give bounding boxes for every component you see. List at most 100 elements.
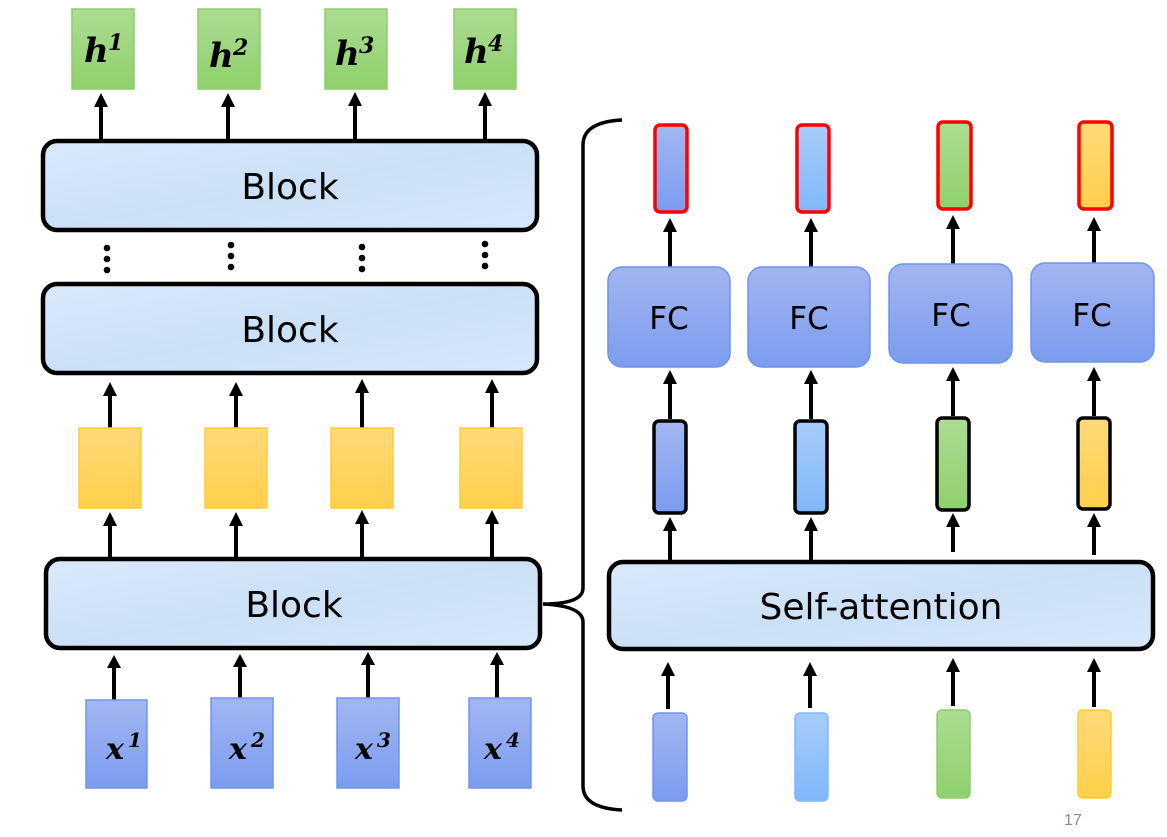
fc-layer-3: FC (888, 263, 1013, 364)
output-h-1-sup: 1 (108, 30, 123, 56)
arrowhead-icon (661, 662, 675, 676)
input-x-4-base: x (483, 732, 503, 767)
input-x-4: x 4 (468, 697, 532, 789)
block-output-vector-4 (1077, 120, 1114, 211)
input-arrows (112, 664, 499, 700)
output-h-4-base: h (464, 32, 489, 72)
sa-out-arrows (668, 524, 1096, 560)
intermediate-vector-2 (204, 427, 268, 509)
self-attention-label: Self-attention (760, 587, 1003, 628)
attention-input-vector-4 (1077, 709, 1112, 799)
arrowhead-icon (103, 382, 117, 396)
arrowhead-icon (803, 662, 817, 676)
self-attention-block: Self-attention (606, 559, 1156, 652)
attention-output-vector-2 (793, 419, 829, 515)
block-outputs (653, 120, 1114, 214)
output-h-3-sup: 3 (359, 33, 374, 59)
low-arrowheads (103, 510, 499, 526)
intermediate-vector-3 (330, 427, 394, 509)
fc-out-arrows (668, 228, 1096, 267)
arrowhead-icon (1087, 217, 1101, 231)
low-arrows (108, 520, 494, 557)
fc-layer-3-label: FC (931, 298, 970, 334)
fc-layer-2-label: FC (789, 301, 828, 337)
top-arrows (99, 104, 487, 140)
ellipsis-icon (358, 243, 366, 273)
fc-layer-1: FC (607, 266, 731, 368)
arrowhead-icon (804, 218, 818, 232)
arrowhead-icon (355, 510, 369, 524)
top-arrowheads (94, 92, 492, 107)
arrowhead-icon (946, 215, 960, 229)
ellipsis-dots (103, 240, 489, 274)
fc-layer-4: FC (1030, 262, 1155, 363)
fc-layer-4-label: FC (1072, 298, 1111, 334)
intermediate-vector-4 (459, 427, 523, 509)
output-h-2-sup: 2 (232, 35, 248, 61)
arrowhead-icon (485, 510, 499, 524)
arrowhead-icon (107, 655, 121, 668)
attention-outputs (652, 416, 1112, 515)
sa-in-arrows (666, 672, 1096, 709)
block-middle: Block (40, 281, 540, 376)
sa-out-arrowheads (663, 513, 1101, 531)
output-h-3: h 3 (324, 8, 388, 90)
input-x-2-sup: 2 (250, 728, 265, 752)
attention-output-vector-1 (652, 419, 688, 515)
page-number: 17 (1064, 812, 1082, 829)
intermediate-vectors (78, 427, 523, 509)
arrowhead-icon (361, 652, 375, 665)
arrowhead-icon (485, 379, 499, 393)
output-h-3-base: h (335, 34, 360, 74)
input-x-1-sup: 1 (128, 728, 142, 752)
arrowhead-icon (233, 654, 247, 667)
fc-in-arrowheads (663, 367, 1101, 384)
arrowhead-icon (1087, 658, 1101, 672)
block-bottom-label: Block (245, 585, 343, 626)
input-x-3-sup: 3 (377, 728, 391, 752)
ellipsis-icon (103, 244, 111, 274)
sa-in-arrowheads (661, 658, 1101, 676)
fc-layer-2: FC (747, 266, 871, 368)
attention-inputs (652, 709, 1112, 802)
block-output-vector-2 (795, 123, 831, 214)
input-x-4-sup: 4 (506, 728, 520, 752)
arrowhead-icon (94, 93, 108, 107)
arrowhead-icon (804, 517, 818, 531)
intermediate-vector-1 (78, 427, 142, 509)
attention-output-vector-4 (1076, 416, 1112, 511)
arrowhead-icon (663, 517, 677, 531)
arrowhead-icon (946, 367, 960, 381)
arrowhead-icon (1087, 513, 1101, 527)
arrowhead-icon (946, 658, 960, 672)
arrowhead-icon (221, 93, 235, 107)
arrowhead-icon (490, 652, 504, 665)
fc-out-arrowheads (663, 215, 1101, 232)
fc-layer-1-label: FC (649, 301, 688, 337)
curly-brace (542, 118, 623, 812)
arrowhead-icon (663, 370, 677, 384)
ellipsis-icon (481, 240, 489, 270)
block-top-label: Block (241, 167, 339, 208)
input-arrowheads (107, 652, 504, 668)
output-h-4-sup: 4 (488, 31, 503, 57)
arrowhead-icon (663, 218, 677, 232)
output-h-2-base: h (209, 36, 234, 76)
mid-arrowheads (103, 379, 499, 396)
arrowhead-icon (804, 370, 818, 384)
arrowhead-icon (229, 382, 243, 396)
block-middle-label: Block (241, 310, 339, 351)
arrowhead-icon (478, 92, 492, 106)
output-h-1-base: h (84, 31, 109, 71)
input-x-3: x 3 (336, 697, 400, 789)
output-h-2: h 2 (197, 8, 261, 90)
attention-input-vector-3 (936, 709, 971, 799)
ellipsis-icon (227, 241, 235, 271)
input-x-1: x 1 (85, 699, 148, 789)
arrowhead-icon (229, 512, 243, 526)
fc-in-arrows (668, 378, 1096, 419)
block-top: Block (40, 138, 540, 233)
arrowhead-icon (355, 379, 369, 393)
arrowhead-icon (103, 512, 117, 526)
input-x-2: x 2 (210, 697, 274, 789)
